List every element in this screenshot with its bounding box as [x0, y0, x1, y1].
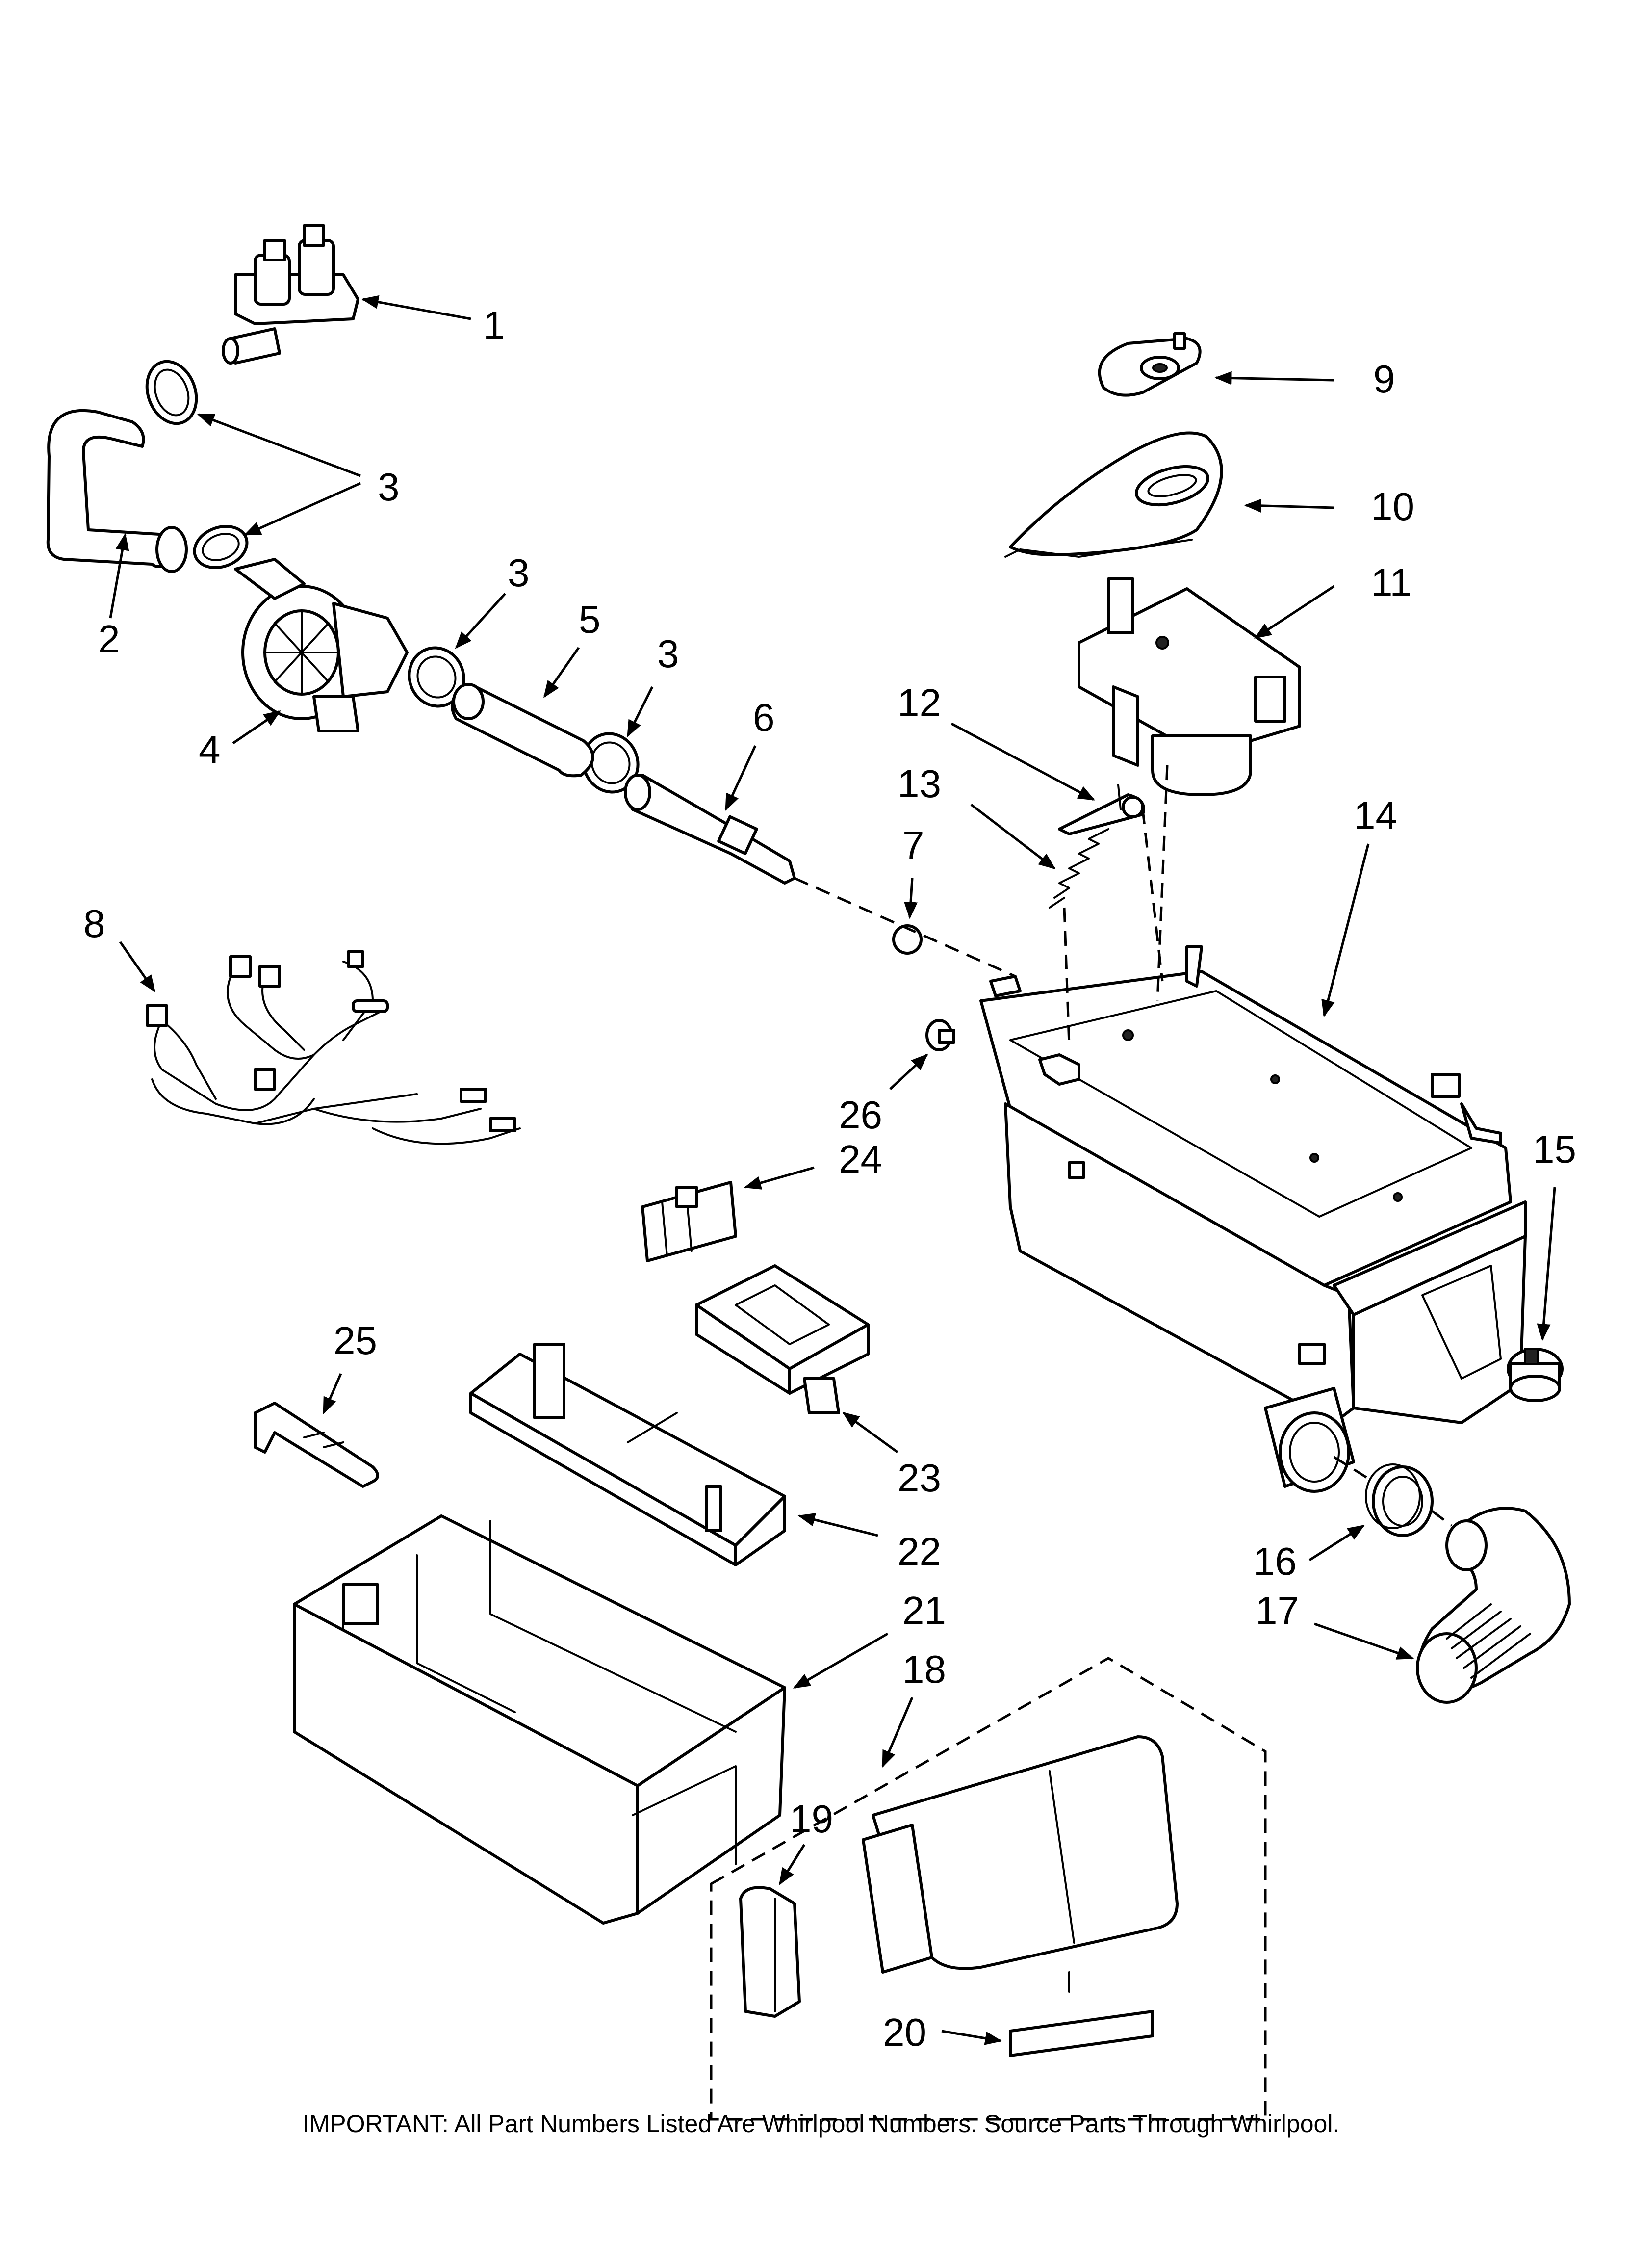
assembly-line-bracket — [1156, 765, 1169, 1001]
leader-15 — [1537, 1187, 1556, 1341]
leader-20 — [941, 2030, 1002, 2045]
leader-8 — [119, 941, 156, 992]
wire-harness-part — [146, 950, 521, 1145]
lever-part — [1058, 784, 1145, 835]
leader-9 — [1214, 371, 1334, 385]
kit-boundary — [710, 1657, 1267, 2121]
insert-tray-part — [469, 1343, 786, 1566]
callout-4: 4 — [199, 728, 221, 771]
leader-3d — [626, 686, 654, 738]
leader-10 — [1244, 498, 1334, 513]
callout-15: 15 — [1533, 1127, 1576, 1171]
callout-1: 1 — [483, 303, 505, 347]
callout-19: 19 — [790, 1797, 833, 1841]
callout-25: 25 — [334, 1319, 377, 1362]
leader-19 — [778, 1844, 806, 1885]
assembly-line-ring — [1431, 1510, 1453, 1527]
callout-22: 22 — [898, 1530, 941, 1573]
elbow-hose-part — [1416, 1507, 1571, 1704]
cap-part — [739, 1886, 801, 2018]
water-valve-part — [222, 224, 359, 365]
leader-6 — [724, 745, 757, 811]
callout-3a: 3 — [378, 465, 400, 509]
callout-3c: 3 — [657, 632, 679, 676]
callout-3b: 3 — [508, 551, 530, 595]
leader-26 — [889, 1053, 928, 1090]
callout-12: 12 — [898, 681, 941, 725]
leader-11 — [1254, 585, 1335, 639]
clamp-part — [145, 360, 640, 794]
leader-3a — [197, 413, 361, 477]
leader-12 — [950, 722, 1096, 801]
leader-7 — [903, 878, 918, 919]
callout-7: 7 — [902, 823, 924, 867]
important-note: IMPORTANT: All Part Numbers Listed Are W… — [302, 2110, 1340, 2138]
callout-17: 17 — [1256, 1589, 1299, 1632]
leader-5 — [543, 647, 580, 698]
callout-26: 26 — [839, 1093, 882, 1137]
bellows-ring-part — [1365, 1463, 1434, 1537]
callout-20: 20 — [883, 2010, 926, 2054]
o-ring-part — [892, 924, 923, 955]
assembly-line-outlet — [1333, 1456, 1374, 1483]
bracket-part — [254, 1402, 379, 1488]
assembly-line-motor — [1141, 809, 1164, 982]
callout-5: 5 — [579, 598, 601, 641]
label-strip-part — [1009, 2010, 1154, 2057]
callout-2: 2 — [98, 617, 120, 661]
assembly-line-hose — [794, 877, 1016, 978]
leader-25 — [322, 1373, 342, 1415]
callout-18: 18 — [902, 1647, 946, 1691]
inlet-hose-part — [624, 774, 796, 885]
callout-9: 9 — [1373, 357, 1395, 401]
leader-13 — [970, 804, 1056, 870]
hose-part — [46, 409, 188, 573]
leader-21 — [793, 1632, 889, 1689]
callout-13: 13 — [898, 762, 941, 806]
callout-8: 8 — [83, 902, 105, 945]
leader-2 — [109, 533, 129, 619]
leader-3c — [455, 593, 506, 649]
leader-4 — [232, 710, 281, 745]
tube-part — [451, 683, 594, 778]
pump-part — [234, 558, 409, 732]
callout-23: 23 — [898, 1456, 941, 1500]
drawer-part — [293, 1514, 786, 1925]
pressure-sensor-part — [1507, 1348, 1564, 1402]
leader-17 — [1314, 1622, 1414, 1660]
siphon-cap-part — [695, 1264, 870, 1414]
callout-24: 24 — [839, 1137, 882, 1181]
drawer-front-part — [862, 1735, 1179, 1993]
leader-3b — [243, 482, 361, 536]
plug-part — [925, 1019, 955, 1051]
spring-part — [1049, 828, 1109, 909]
leader-1 — [361, 295, 471, 320]
callout-21: 21 — [902, 1589, 946, 1632]
cover-part — [1098, 332, 1202, 397]
callout-10: 10 — [1371, 485, 1414, 528]
leader-24 — [744, 1166, 815, 1190]
clip-part — [641, 1181, 737, 1262]
leader-18 — [881, 1697, 914, 1768]
leader-16 — [1308, 1524, 1365, 1562]
callout-14: 14 — [1354, 794, 1397, 837]
callout-16: 16 — [1253, 1539, 1297, 1583]
leader-23 — [842, 1411, 898, 1454]
dispenser-motor-part — [1078, 577, 1301, 796]
callout-11: 11 — [1371, 561, 1411, 604]
callout-6: 6 — [753, 696, 775, 739]
seal-part — [1004, 431, 1223, 558]
leader-14 — [1321, 843, 1370, 1017]
dispenser-housing-part — [979, 945, 1527, 1493]
leader-22 — [797, 1513, 878, 1537]
